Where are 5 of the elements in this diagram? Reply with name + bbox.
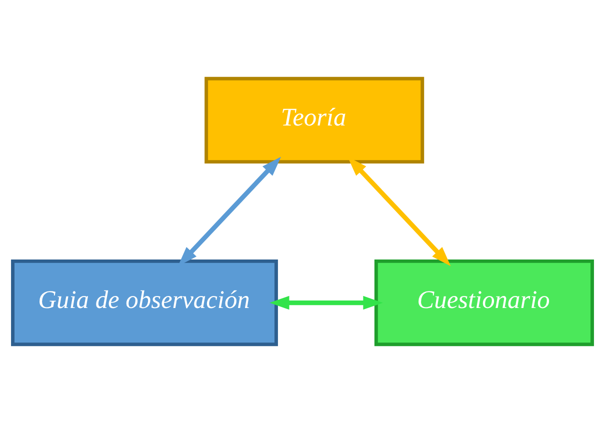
node-box: Teoría xyxy=(204,76,424,164)
arrow xyxy=(178,156,282,266)
arrow xyxy=(270,295,383,310)
node-box: Cuestionario xyxy=(374,258,594,346)
node-box: Guia de observación xyxy=(11,258,278,346)
